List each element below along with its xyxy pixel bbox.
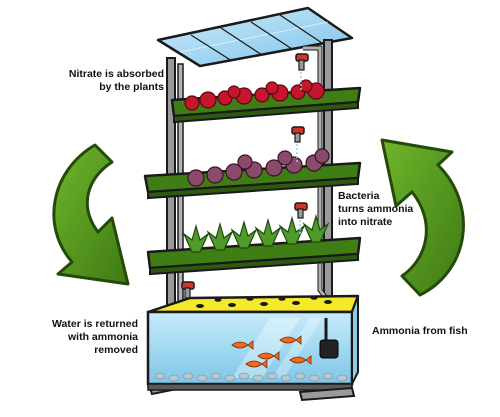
fish-icon [231,335,312,369]
gravel [154,372,348,382]
label-ammonia-from-fish: Ammonia from fish [372,325,468,337]
green-leafy-plants [182,213,330,253]
tap-icon [294,202,308,236]
pump-icon [319,318,339,359]
glass-roof [156,6,354,68]
red-lettuce-plants [184,79,325,111]
cycle-arrow-left-icon [52,143,130,286]
grow-bed-bottom [146,213,362,276]
grow-bed-top [170,79,362,124]
grow-bed-middle [143,148,362,200]
net-pot-holes [196,296,332,308]
tap-icon [295,53,309,92]
purple-lettuce-plants [187,148,330,187]
label-bacteria: Bacteria turns ammonia into nitrate [338,190,414,228]
tap-icon [181,281,195,299]
fish-tank [146,294,360,402]
label-water-returned: Water is returned with ammonia removed [52,318,138,356]
label-nitrate-absorbed: Nitrate is absorbed by the plants [68,68,164,93]
cycle-arrow-right-icon [380,138,465,297]
tap-icon [291,126,305,162]
